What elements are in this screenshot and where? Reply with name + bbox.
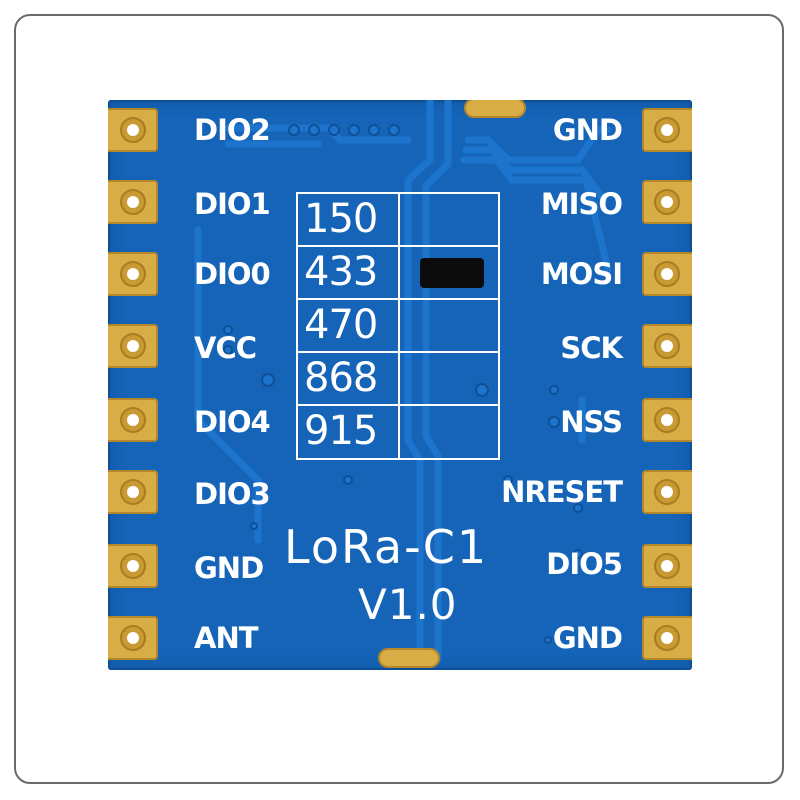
- frequency-150: 150: [298, 194, 400, 247]
- frequency-selected-marker: [420, 258, 484, 288]
- pin-label-right-4: SCK: [560, 331, 623, 365]
- pad-left-1: [108, 108, 158, 152]
- pad-right-4: [642, 324, 692, 368]
- pad-left-3: [108, 252, 158, 296]
- pad-right-1: [642, 108, 692, 152]
- pin-label-right-3: MOSI: [540, 257, 623, 291]
- pin-label-left-2: DIO1: [194, 187, 271, 221]
- frequency-mark-cell-5: [398, 406, 500, 459]
- pin-label-right-7: DIO5: [546, 547, 623, 581]
- pin-label-right-6: NRESET: [501, 475, 623, 509]
- frequency-mark-cell-2: [398, 247, 500, 300]
- pin-label-left-5: DIO4: [194, 405, 271, 439]
- pin-label-left-7: GND: [194, 551, 264, 585]
- pin-label-left-8: ANT: [194, 621, 258, 655]
- frequency-mark-cell-1: [398, 194, 500, 247]
- pad-right-8: [642, 616, 692, 660]
- model-name: LoRa-C1: [284, 520, 489, 574]
- bottom-gold-pad: [378, 648, 440, 668]
- pin-label-right-5: NSS: [560, 405, 623, 439]
- frequency-table: 150 433 470 868 915: [296, 192, 500, 460]
- pad-left-4: [108, 324, 158, 368]
- top-gold-pad: [464, 100, 526, 118]
- pad-left-2: [108, 180, 158, 224]
- pad-left-7: [108, 544, 158, 588]
- pcb-traces: [194, 100, 612, 664]
- pin-label-left-1: DIO2: [194, 113, 271, 147]
- pin-label-left-6: DIO3: [194, 477, 271, 511]
- pad-right-6: [642, 470, 692, 514]
- lora-module-board: DIO2 DIO1 DIO0 VCC DIO4 DIO3 GND ANT GND…: [108, 100, 692, 670]
- frequency-868: 868: [298, 353, 400, 406]
- frequency-mark-cell-3: [398, 300, 500, 353]
- pad-right-5: [642, 398, 692, 442]
- frequency-mark-cell-4: [398, 353, 500, 406]
- frequency-470: 470: [298, 300, 400, 353]
- pad-left-6: [108, 470, 158, 514]
- pad-right-7: [642, 544, 692, 588]
- pin-label-right-1: GND: [552, 113, 623, 147]
- frequency-433: 433: [298, 247, 400, 300]
- pad-right-3: [642, 252, 692, 296]
- pin-label-right-8: GND: [552, 621, 623, 655]
- pad-left-8: [108, 616, 158, 660]
- pin-label-left-4: VCC: [194, 331, 257, 365]
- pad-left-5: [108, 398, 158, 442]
- frequency-915: 915: [298, 406, 400, 459]
- model-version: V1.0: [358, 580, 458, 629]
- pin-label-left-3: DIO0: [194, 257, 271, 291]
- pin-label-right-2: MISO: [540, 187, 623, 221]
- pad-right-2: [642, 180, 692, 224]
